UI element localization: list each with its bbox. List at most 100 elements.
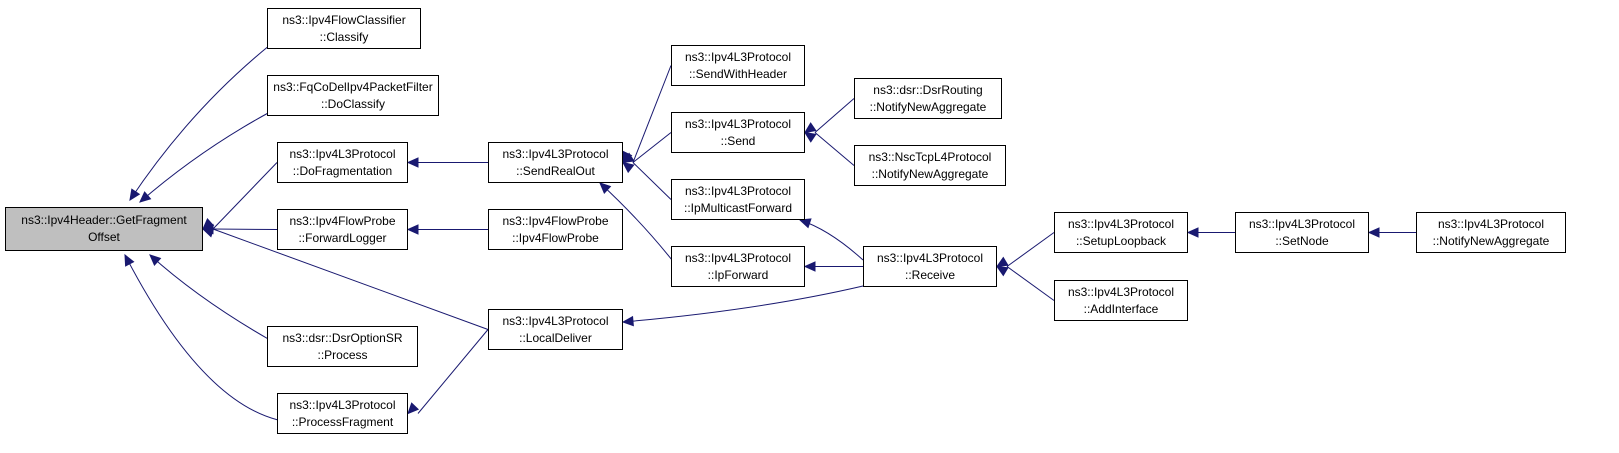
edge-receive-to-ipmulticast xyxy=(799,219,864,261)
node-doclassify[interactable]: ns3::FqCoDelIpv4PacketFilter::DoClassify xyxy=(267,75,439,116)
arrowhead-icon xyxy=(149,254,162,266)
node-label-line: ns3::Ipv4L3Protocol xyxy=(684,183,792,198)
arrowhead-icon xyxy=(129,188,141,202)
node-label-line: ::NotifyNewAggregate xyxy=(871,166,989,181)
edge-send-to-sendrealout xyxy=(632,132,672,163)
node-label-line: ::Send xyxy=(720,133,756,148)
arrowhead-icon xyxy=(798,218,812,229)
node-label-line: ::Process xyxy=(317,347,368,362)
edge-ipforward-to-sendrealout xyxy=(599,182,673,261)
arrowhead-icon xyxy=(803,261,816,272)
edge-procfrag-to-root xyxy=(124,254,279,421)
node-dofrag[interactable]: ns3::Ipv4L3Protocol::DoFragmentation xyxy=(277,142,408,183)
node-dsroption[interactable]: ns3::dsr::DsrOptionSR::Process xyxy=(267,326,418,367)
edge-sendwithheader-to-sendrealout xyxy=(632,65,672,163)
node-label-line: ns3::Ipv4Header::GetFragment xyxy=(21,213,187,227)
node-setuploopback[interactable]: ns3::Ipv4L3Protocol::SetupLoopback xyxy=(1054,212,1188,253)
node-localdeliver[interactable]: ns3::Ipv4L3Protocol::LocalDeliver xyxy=(488,309,623,350)
arrowhead-icon xyxy=(803,131,817,143)
node-sendwithheader[interactable]: ns3::Ipv4L3Protocol::SendWithHeader xyxy=(671,45,805,86)
node-setnode[interactable]: ns3::Ipv4L3Protocol::SetNode xyxy=(1235,212,1369,253)
node-label-line: ns3::Ipv4L3Protocol xyxy=(1248,216,1356,231)
node-label-line: ns3::dsr::DsrOptionSR xyxy=(282,330,403,345)
arrowhead-icon xyxy=(995,265,1009,277)
edge-receive-to-localdeliver xyxy=(622,285,864,323)
node-label-line: ns3::Ipv4FlowProbe xyxy=(502,213,609,228)
node-label-line: ns3::dsr::DsrRouting xyxy=(873,82,983,97)
node-label-line: ns3::Ipv4L3Protocol xyxy=(684,49,792,64)
edge-fwdlogger-to-root xyxy=(212,228,278,230)
arrowhead-icon xyxy=(599,182,612,195)
node-label-line: ns3::Ipv4L3Protocol xyxy=(876,250,984,265)
node-label-line: ns3::Ipv4L3Protocol xyxy=(1067,216,1175,231)
node-label-line: ::ProcessFragment xyxy=(291,414,394,429)
arrowhead-icon xyxy=(201,227,215,238)
node-send[interactable]: ns3::Ipv4L3Protocol::Send xyxy=(671,112,805,153)
edge-dsroption-to-root xyxy=(149,254,271,341)
node-ipforward[interactable]: ns3::Ipv4L3Protocol::IpForward xyxy=(671,246,805,287)
node-flowprobe[interactable]: ns3::Ipv4FlowProbe::Ipv4FlowProbe xyxy=(488,209,623,250)
node-label-line: ns3::Ipv4L3Protocol xyxy=(684,116,792,131)
edge-ipmulticast-to-sendrealout xyxy=(632,162,672,200)
edge-nsctcp-to-send xyxy=(814,132,855,166)
node-label-line: ::NotifyNewAggregate xyxy=(869,99,987,114)
node-ipmulticast[interactable]: ns3::Ipv4L3Protocol::IpMulticastForward xyxy=(671,179,805,220)
node-label-line: ::SendWithHeader xyxy=(688,66,788,81)
node-nsctcp[interactable]: ns3::NscTcpL4Protocol::NotifyNewAggregat… xyxy=(854,145,1006,186)
node-label-line: ns3::FqCoDelIpv4PacketFilter xyxy=(273,79,433,94)
arrowhead-icon xyxy=(995,256,1009,268)
arrowhead-icon xyxy=(406,157,419,168)
node-label-line: ::Receive xyxy=(904,267,956,282)
arrowhead-icon xyxy=(621,315,634,327)
node-label-line: ns3::Ipv4L3Protocol xyxy=(1437,216,1545,231)
arrowhead-icon xyxy=(803,122,817,134)
arrowhead-icon xyxy=(1367,227,1380,238)
node-label-line: ::Classify xyxy=(319,29,369,44)
arrowhead-icon xyxy=(407,402,420,415)
node-procfrag[interactable]: ns3::Ipv4L3Protocol::ProcessFragment xyxy=(277,393,408,434)
arrowhead-icon xyxy=(1186,227,1199,238)
edge-localdeliver-to-procfrag xyxy=(417,329,489,414)
node-label-line: ns3::Ipv4L3Protocol xyxy=(502,313,609,328)
node-label-line: ns3::Ipv4L3Protocol xyxy=(502,146,609,161)
arrowhead-icon xyxy=(139,191,152,203)
node-label-line: ns3::Ipv4L3Protocol xyxy=(684,250,792,265)
edge-doclassify-to-root xyxy=(139,111,271,203)
arrowhead-icon xyxy=(621,152,635,164)
node-dsrrouting[interactable]: ns3::dsr::DsrRouting::NotifyNewAggregate xyxy=(854,78,1002,119)
arrowhead-icon xyxy=(622,161,635,174)
node-label-line: ::ForwardLogger xyxy=(298,230,387,245)
edge-classify-to-root xyxy=(129,44,271,201)
arrowhead-icon xyxy=(124,253,135,267)
node-addinterface[interactable]: ns3::Ipv4L3Protocol::AddInterface xyxy=(1054,280,1188,321)
node-label-line: ::NotifyNewAggregate xyxy=(1432,233,1550,248)
node-notifynewagg[interactable]: ns3::Ipv4L3Protocol::NotifyNewAggregate xyxy=(1416,212,1566,253)
node-receive[interactable]: ns3::Ipv4L3Protocol::Receive xyxy=(863,246,997,287)
node-label-line: ::SendRealOut xyxy=(516,163,595,178)
edge-addinterface-to-receive xyxy=(1006,266,1055,301)
edge-localdeliver-to-root xyxy=(212,228,489,330)
node-label-line: ::DoClassify xyxy=(320,96,385,111)
node-sendrealout[interactable]: ns3::Ipv4L3Protocol::SendRealOut xyxy=(488,142,623,183)
node-label-line: ::DoFragmentation xyxy=(292,163,393,178)
edge-dofrag-to-root xyxy=(212,162,278,230)
node-label-line: ::SetupLoopback xyxy=(1075,233,1167,248)
node-label-line: ::AddInterface xyxy=(1083,301,1159,316)
node-label-line: ns3::Ipv4L3Protocol xyxy=(289,397,396,412)
node-label-line: ::Ipv4FlowProbe xyxy=(512,230,599,245)
node-label-line: ns3::Ipv4FlowProbe xyxy=(289,213,396,228)
node-label-line: ns3::Ipv4L3Protocol xyxy=(289,146,396,161)
node-label-line: ns3::NscTcpL4Protocol xyxy=(868,149,992,164)
node-label-line: ::IpForward xyxy=(707,267,769,282)
edge-dsrrouting-to-send xyxy=(814,98,855,133)
node-label-line: ns3::Ipv4FlowClassifier xyxy=(282,12,406,27)
node-classify[interactable]: ns3::Ipv4FlowClassifier::Classify xyxy=(267,8,421,49)
node-label-line: ns3::Ipv4L3Protocol xyxy=(1067,284,1175,299)
node-fwdlogger[interactable]: ns3::Ipv4FlowProbe::ForwardLogger xyxy=(277,209,408,250)
edge-setuploopback-to-receive xyxy=(1006,232,1055,267)
node-label-line: Offset xyxy=(88,230,120,244)
node-label-line: ::SetNode xyxy=(1275,233,1329,248)
